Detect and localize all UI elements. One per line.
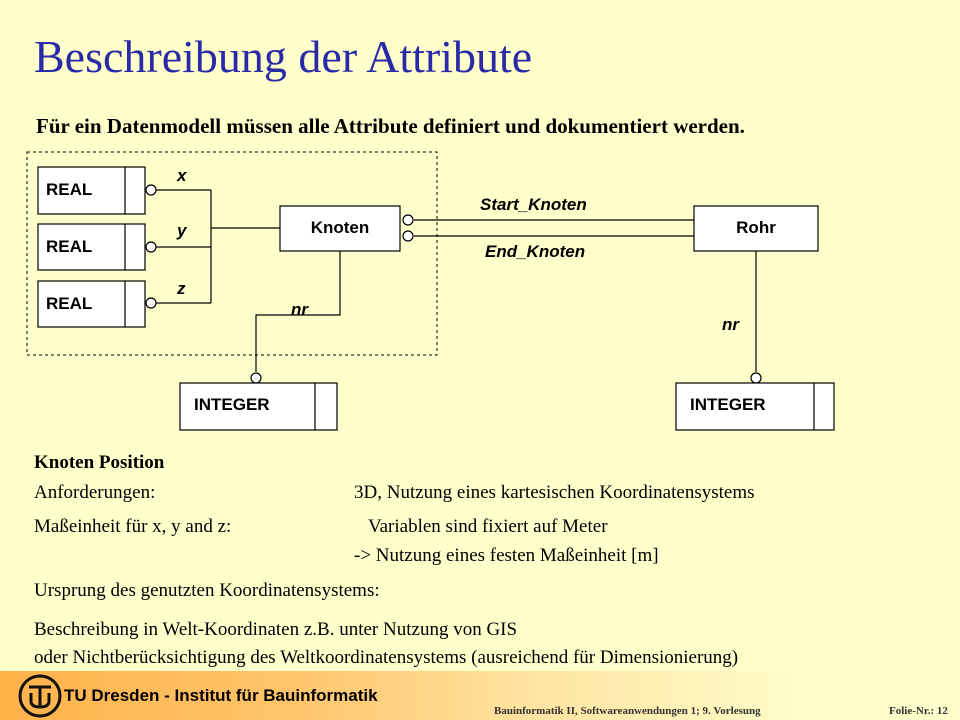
circle-x xyxy=(145,184,157,196)
real-box-z: REAL xyxy=(37,280,146,328)
unit-value-2: -> Nutzung eines festen Maßeinheit [m] xyxy=(354,545,659,566)
express-g-diagram: REAL REAL REAL x y z Knoten Rohr Start_K… xyxy=(26,151,835,431)
requirements-value: 3D, Nutzung eines kartesischen Koordinat… xyxy=(354,482,755,503)
end-knoten-circle xyxy=(402,230,414,242)
integer-box-left: INTEGER xyxy=(179,382,338,431)
knoten-nr-line xyxy=(255,251,341,372)
group-box xyxy=(26,151,438,356)
origin-text: Ursprung des genutzten Koordinatensystem… xyxy=(34,580,380,601)
page-title: Beschreibung der Attribute xyxy=(34,31,533,82)
rohr-entity: Rohr xyxy=(693,205,819,252)
knoten-entity: Knoten xyxy=(279,205,401,252)
start-knoten-label: Start_Knoten xyxy=(480,195,587,214)
section-heading: Knoten Position xyxy=(34,452,165,473)
integer-label-right: INTEGER xyxy=(690,395,766,414)
coord-label-x: x xyxy=(176,166,188,185)
footer-course: Bauinformatik II, Softwareanwendungen 1;… xyxy=(494,705,761,717)
footer-slide-number: Folie-Nr.: 12 xyxy=(889,705,948,717)
start-knoten-circle xyxy=(402,214,414,226)
real-label-z: REAL xyxy=(46,294,92,313)
unit-label: Maßeinheit für x, y and z: xyxy=(34,516,232,537)
real-label-y: REAL xyxy=(46,237,92,256)
integer-left-circle xyxy=(250,372,262,384)
knoten-label: Knoten xyxy=(311,218,370,237)
relationship-lines xyxy=(414,219,694,237)
integer-right-circle xyxy=(750,372,762,384)
nr-label-left: nr xyxy=(291,300,309,319)
integer-box-right: INTEGER xyxy=(675,382,835,431)
circle-y xyxy=(145,241,157,253)
description-line-1: Beschreibung in Welt-Koordinaten z.B. un… xyxy=(34,619,518,640)
integer-label-left: INTEGER xyxy=(194,395,270,414)
xyz-connectors xyxy=(155,189,280,304)
end-knoten-label: End_Knoten xyxy=(485,242,585,261)
tu-dresden-logo-icon xyxy=(18,674,62,718)
footer-bar xyxy=(0,671,960,720)
description-line-2: oder Nichtberücksichtigung des Weltkoord… xyxy=(34,647,739,668)
real-box-y: REAL xyxy=(37,223,146,271)
circle-z xyxy=(145,297,157,309)
footer-institute: TU Dresden - Institut für Bauinformatik xyxy=(64,686,378,705)
page-subtitle: Für ein Datenmodell müssen alle Attribut… xyxy=(36,114,745,138)
real-box-x: REAL xyxy=(37,166,146,215)
rohr-label: Rohr xyxy=(736,218,776,237)
coord-label-y: y xyxy=(176,221,188,240)
real-label-x: REAL xyxy=(46,180,92,199)
coord-label-z: z xyxy=(176,279,186,298)
nr-label-right: nr xyxy=(722,315,740,334)
unit-value-1: Variablen sind fixiert auf Meter xyxy=(368,516,608,537)
requirements-label: Anforderungen: xyxy=(34,482,156,503)
